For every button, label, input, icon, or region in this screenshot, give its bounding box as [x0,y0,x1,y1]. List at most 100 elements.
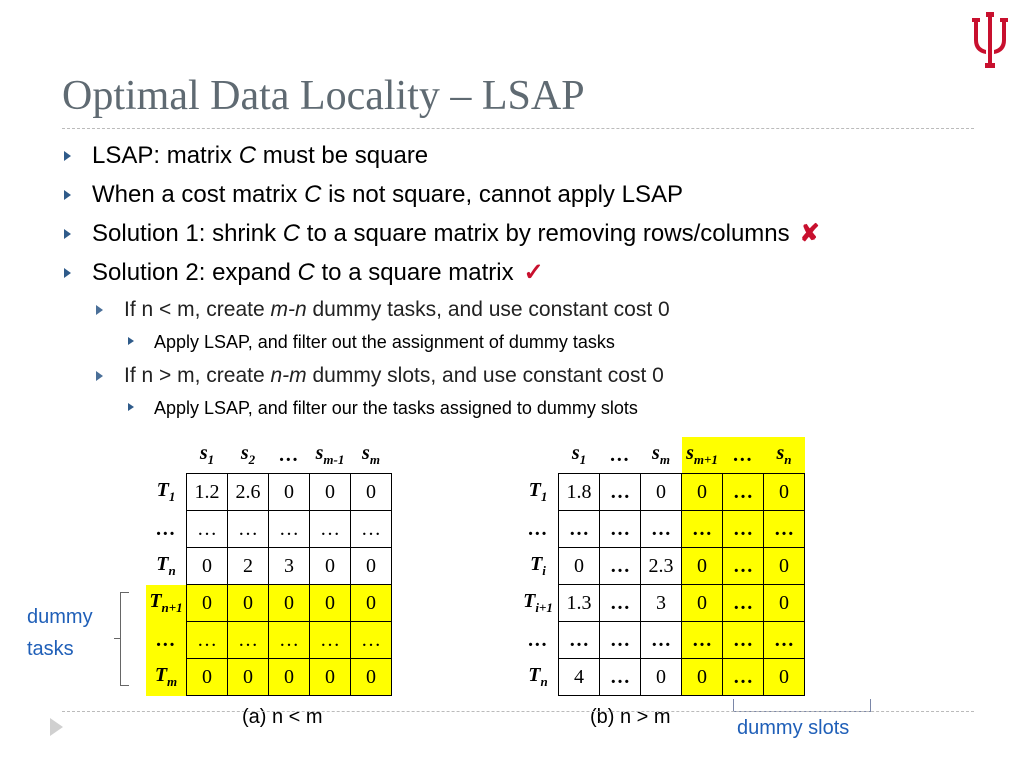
subscript: n [540,674,548,689]
column-header: … [722,437,764,474]
bullet-arrow-icon [128,403,134,411]
row-header: Tn [518,659,559,696]
matrix-cell: 0 [681,584,723,622]
symbol: T [154,664,168,686]
symbol: … [528,517,548,540]
matrix-cell: … [227,510,269,548]
matrix-cell: … [186,621,228,659]
subscript: i+1 [535,600,553,615]
dummy-tasks-bracket [120,592,129,686]
bullet-text: LSAP: matrix [92,142,239,169]
matrix-cell: 0 [227,658,269,696]
subscript: n [168,563,176,578]
matrix-cell: … [722,621,764,659]
matrix-cell: … [763,621,805,659]
subscript: m+1 [693,452,718,467]
symbol: T [156,553,169,575]
play-triangle-icon[interactable] [50,718,63,736]
matrix-cell: 0 [681,658,723,696]
matrix-cell: … [268,621,310,659]
matrix-cell: … [599,621,641,659]
matrix-cell: 0 [350,547,392,585]
matrix-cell: 2.3 [640,547,682,585]
matrix-cell: … [309,621,351,659]
matrix-cell: 0 [309,547,351,585]
symbol: s [776,442,785,464]
subscript: 1 [579,452,587,467]
matrix-cell: 3 [268,547,310,585]
symbol: … [733,443,753,466]
symbol: s [240,442,249,464]
matrix-cell: 0 [350,658,392,696]
footer-divider [62,711,974,712]
matrix-cell: 0 [763,473,805,511]
row-header: Tn+1 [146,584,187,622]
matrix-cell: … [309,510,351,548]
bullet-text: to a square matrix by removing rows/colu… [300,220,790,247]
column-header: sm [641,437,682,474]
row-header: … [146,511,187,548]
cross-mark-icon: ✘ [799,220,820,247]
matrix-cell: 0 [681,473,723,511]
matrix-cell: … [722,473,764,511]
bullet-level1-2: Solution 1: shrink C to a square matrix … [62,216,992,255]
matrix-cell: … [722,658,764,696]
column-header: sm-1 [310,437,351,474]
matrix-cell: 0 [640,473,682,511]
matrix-cell: … [599,658,641,696]
bullet-text: If n > m, create [124,364,271,387]
matrix-cell: … [599,473,641,511]
matrix-cell: … [640,510,682,548]
symbol: T [530,553,543,575]
bullet-text: n-m [270,364,307,387]
caption-b: (b) n > m [590,706,671,728]
subscript: 1 [168,489,176,504]
column-header: … [600,437,641,474]
matrix-cell: 0 [681,547,723,585]
symbol: s [362,442,370,464]
table-row: ……………… [146,621,392,659]
title-divider [62,128,974,129]
matrix-cell: 4 [558,658,600,696]
matrix-cell: 0 [640,658,682,696]
symbol: … [610,443,630,466]
symbol: s [315,442,324,464]
dummy-tasks-label-line1: dummy [27,606,93,628]
matrix-cell: 1.2 [186,473,228,511]
matrix-cell: … [681,621,723,659]
subscript: 1 [540,489,548,504]
bullet-level1-1: When a cost matrix C is not square, cann… [62,177,992,216]
bullet-level3-5: Apply LSAP, and filter out the assignmen… [62,327,992,360]
bullet-text: dummy tasks, and use constant cost 0 [306,298,670,321]
bullet-level1-0: LSAP: matrix C must be square [62,138,992,177]
matrix-cell: 3 [640,584,682,622]
subscript: m [167,674,178,689]
bullet-arrow-icon [96,371,103,381]
bullet-arrow-icon [64,268,71,278]
bullet-level2-6: If n > m, create n-m dummy slots, and us… [62,360,992,393]
row-header: Ti+1 [518,585,559,622]
iu-trident-icon [972,12,1008,68]
matrix-cell: 1.3 [558,584,600,622]
bullet-arrow-icon [64,190,71,200]
matrix-cell: 0 [309,658,351,696]
row-header: Tn [146,548,187,585]
bullet-text: m-n [270,298,307,321]
matrix-cell: 0 [186,584,228,622]
column-header: sm+1 [681,437,723,474]
bullet-text: Apply LSAP, and filter out the assignmen… [154,332,615,352]
caption-a: (a) n < m [242,706,323,728]
symbol: s [199,442,208,464]
bullet-text: C [238,142,257,169]
column-header: s1 [187,437,228,474]
bullet-text: C [297,259,315,286]
matrix-cell: 0 [763,658,805,696]
subscript: n [784,452,792,467]
